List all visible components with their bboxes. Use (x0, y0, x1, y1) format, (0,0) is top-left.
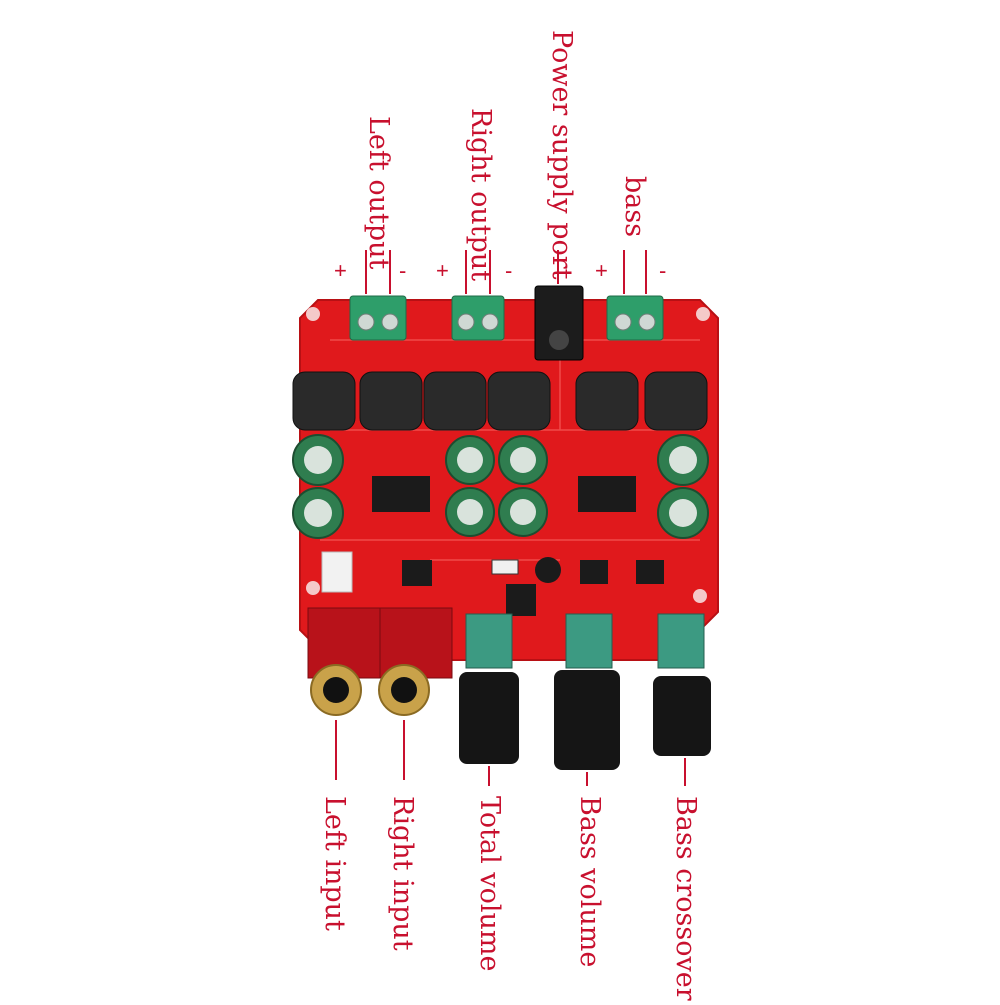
resistor (491, 559, 519, 575)
bass-volume-label: Bass volume (574, 796, 605, 968)
power-supply-jack (534, 285, 584, 361)
amplifier-chips (372, 476, 664, 616)
bass-output-terminal (606, 295, 664, 341)
left-output-minus-sign: - (399, 258, 407, 283)
bass-minus-sign: - (659, 258, 667, 283)
right-output-terminal (451, 295, 505, 341)
left-output-label: Left output (363, 116, 394, 270)
rca-input-jacks (307, 607, 453, 716)
capacitors (292, 434, 709, 539)
right-output-minus-sign: - (505, 258, 513, 283)
right-output-label: Right output (465, 108, 496, 282)
power-supply-port-label: Power supply port (546, 30, 577, 280)
left-output-terminal (349, 295, 407, 341)
left-input-label: Left input (319, 796, 350, 931)
bass-crossover-label: Bass crossover (670, 796, 701, 1001)
knobs (459, 670, 711, 770)
bass-plus-sign: + (595, 258, 608, 283)
right-output-plus-sign: + (436, 258, 449, 283)
inductors (292, 371, 708, 431)
leader-lines (335, 250, 686, 786)
bass-label: bass (619, 176, 650, 238)
right-input-label: Right input (387, 796, 418, 951)
total-volume-label: Total volume (474, 796, 505, 972)
left-output-plus-sign: + (334, 258, 347, 283)
potentiometers (465, 613, 705, 669)
small-capacitor (535, 557, 561, 583)
white-connector (321, 551, 353, 593)
